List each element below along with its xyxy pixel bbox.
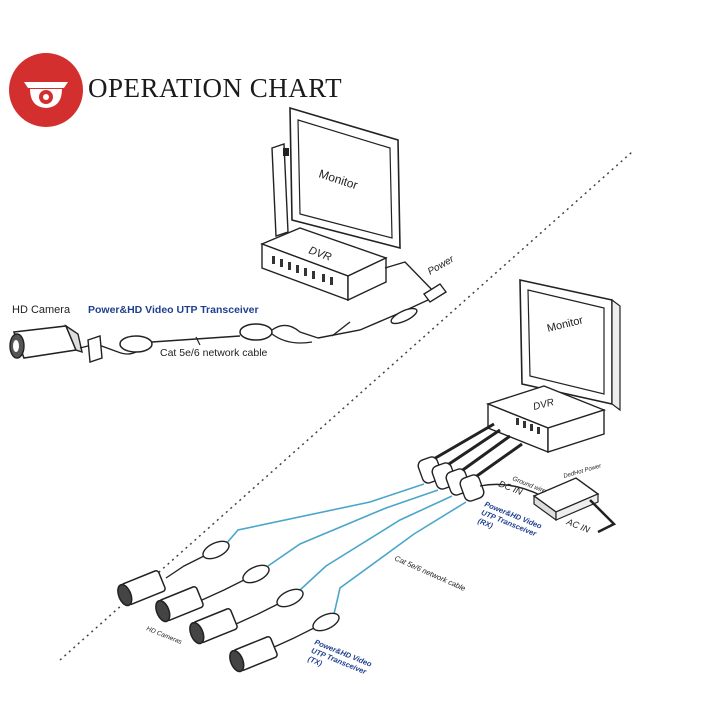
top-tx-transceiver [87, 335, 153, 363]
top-camera-label: HD Camera [12, 304, 71, 316]
header: OPERATION CHART [8, 50, 342, 130]
top-transceiver-label: Power&HD Video UTP Transceiver [88, 304, 259, 316]
security-camera-icon [9, 53, 83, 127]
tx-transceiver-label: Power&HD Video UTP Transceiver (TX) [307, 638, 374, 677]
bottom-power-supply [532, 477, 600, 522]
top-monitor: Monitor [271, 106, 401, 250]
top-rx-transceiver [239, 323, 319, 344]
top-power-adapter: Power [422, 254, 457, 303]
bottom-rx-transceivers [417, 456, 485, 502]
ac-in-label: AC IN [564, 516, 591, 535]
top-cable-label: Cat 5e/6 network cable [160, 347, 268, 359]
rx-transceiver-label: Power&HD Video UTP Transceiver (RX) [477, 500, 544, 539]
power-supply-label: DedHot Power [563, 463, 603, 480]
hd-cameras-label: HD Cameras [145, 625, 183, 646]
page-title: OPERATION CHART [88, 72, 343, 103]
top-camera: HD Camera [9, 304, 83, 359]
bottom-dvr: DVR [485, 385, 607, 454]
top-dvr: DVR [260, 227, 388, 302]
bottom-dvr-label: DVR [532, 397, 555, 413]
network-cables [225, 483, 467, 615]
top-power-label: Power [426, 254, 457, 278]
bottom-cable-label: Cat 5e/6 network cable [393, 554, 467, 593]
bottom-monitor: Monitor [519, 279, 621, 412]
bottom-cameras [117, 570, 278, 673]
